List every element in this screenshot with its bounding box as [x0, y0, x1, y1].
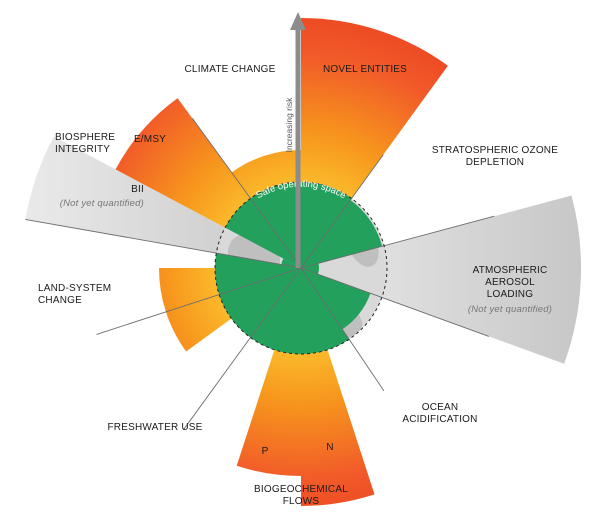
label-freshwater-use: FRESHWATER USE	[107, 422, 203, 433]
label-climate-change: CLIMATE CHANGE	[184, 64, 276, 75]
label-ozone-depletion: STRATOSPHERIC OZONE DEPLETION	[431, 145, 559, 168]
wedge-aerosol-unquantified	[301, 195, 582, 364]
divider-6	[96, 267, 302, 335]
label-n: N	[326, 442, 334, 453]
safe-ozone	[301, 200, 383, 268]
divider-5	[183, 267, 302, 431]
safe-boundary-circle	[214, 181, 388, 355]
safe-freshwater	[219, 268, 301, 338]
label-biosphere-integrity: BIOSPHERE INTEGRITY	[55, 132, 116, 155]
divider-4	[300, 267, 385, 391]
label-novel-entities: NOVEL ENTITIES	[322, 64, 408, 75]
safe-aerosol	[301, 263, 320, 275]
safe-operating-space	[214, 182, 383, 354]
safe-n	[301, 268, 350, 354]
risk-axis-arrowhead	[290, 12, 306, 30]
safe-novel	[301, 182, 352, 268]
risk-axis: Increasing risk	[284, 12, 306, 268]
divider-8	[191, 118, 302, 269]
divider-2	[300, 215, 495, 269]
label-emsy: E/MSY	[133, 134, 167, 145]
bii-note: (Not yet quantified)	[59, 198, 144, 209]
safe-climate	[250, 182, 301, 268]
divider-1	[300, 154, 384, 269]
label-p: P	[261, 446, 269, 457]
safe-land	[214, 253, 301, 295]
label-land-system-change: LAND-SYSTEM CHANGE	[38, 283, 112, 306]
label-biogeochemical-flows: BIOGEOCHEMICAL FLOWS	[254, 484, 348, 507]
safe-ocean	[301, 268, 371, 330]
safe-emsy	[225, 198, 301, 268]
sector-dividers	[25, 118, 495, 431]
label-aerosol-loading: ATMOSPHERIC AEROSOL LOADING (Not yet qua…	[455, 265, 565, 316]
risk-axis-label: Increasing risk	[284, 97, 294, 153]
label-bii: BII (Not yet quantified)	[40, 184, 144, 210]
safe-p	[250, 268, 301, 354]
aerosol-note: (Not yet quantified)	[467, 304, 553, 315]
divider-7	[25, 218, 302, 269]
divider-3	[300, 267, 490, 337]
label-ocean-acidification: OCEAN ACIDIFICATION	[402, 402, 478, 425]
